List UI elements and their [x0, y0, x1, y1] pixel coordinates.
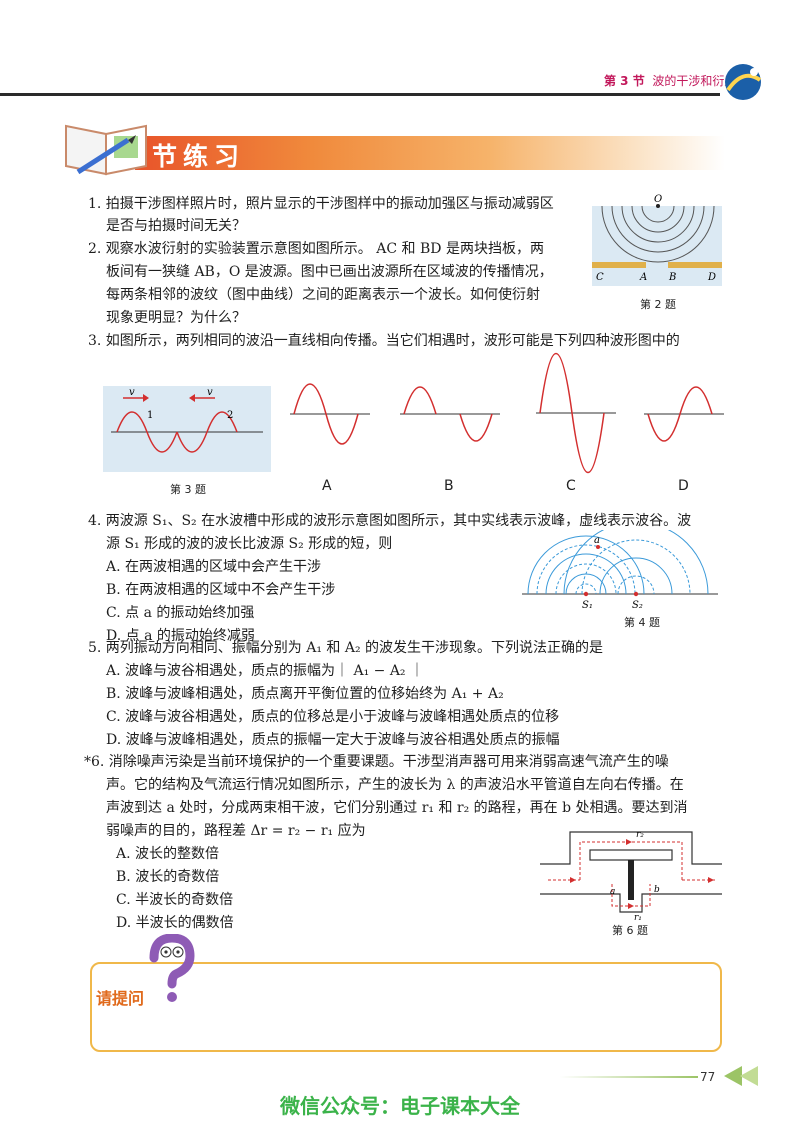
- question-6-line-3: 声波到达 a 处时，分成两束相干波，它们分别通过 r₁ 和 r₂ 的路程，再在 …: [106, 800, 688, 816]
- figure-2-diffraction: O C A B D: [592, 194, 722, 286]
- fig4-s1-label: S₁: [582, 600, 593, 611]
- fig6-point-a: a: [610, 887, 615, 897]
- footer-watermark: 微信公众号：电子课本大全: [280, 1094, 520, 1118]
- fig3-v2-label: v: [207, 387, 213, 398]
- fig6-r2-label: r₂: [636, 830, 644, 840]
- question-6-line-2: 声。它的结构及气流运行情况如图所示，产生的波长为 λ 的声波沿水平管道自左向右传…: [106, 777, 684, 793]
- figure-4-two-sources: a S₁ S₂: [522, 530, 718, 611]
- fig3-wave2-label: 2: [227, 410, 233, 421]
- fig2-label-o: O: [654, 194, 662, 205]
- question-2-line-3: 每两条相邻的波纹（图中曲线）之间的距离表示一个波长。如何使衍射: [106, 287, 540, 303]
- choice-b-label: B: [444, 478, 454, 494]
- question-1-line-1: 1. 拍摄干涉图样照片时，照片显示的干涉图样中的振动加强区与振动减弱区: [88, 196, 554, 212]
- fig4-s2-label: S₂: [632, 600, 643, 611]
- ask-question-box[interactable]: [90, 962, 722, 1052]
- question-6-option-d: D. 半波长的偶数倍: [116, 915, 234, 931]
- footer-rule: [560, 1076, 698, 1078]
- question-6-line-1: *6. 消除噪声污染是当前环境保护的一个重要课题。干涉型消声器可用来消弱高速气流…: [84, 754, 669, 770]
- page-number: 77: [700, 1070, 716, 1084]
- header-section-number: 第 3 节: [604, 74, 645, 88]
- question-4-option-d: D. 点 a 的振动始终减弱: [106, 628, 255, 644]
- question-5-option-b: B. 波峰与波峰相遇处，质点离开平衡位置的位移始终为 A₁ + A₂: [106, 686, 504, 702]
- figure-4-caption: 第 4 题: [624, 616, 660, 629]
- fig3-v1-label: v: [129, 387, 135, 398]
- question-5-option-a: A. 波峰与波谷相遇处，质点的振幅为｜ A₁ − A₂ ｜: [106, 663, 424, 679]
- question-4-option-c: C. 点 a 的振动始终加强: [106, 605, 255, 621]
- figure-6-silencer: r₂ r₁ a b: [540, 830, 722, 922]
- header-section-title: 波的干涉和衍射: [652, 74, 737, 88]
- question-2-line-4: 现象更明显？为什么？: [106, 310, 246, 326]
- question-2-line-1: 2. 观察水波衍射的实验装置示意图如图所示。 AC 和 BD 是两块挡板，两: [88, 241, 544, 257]
- question-4-option-a: A. 在两波相遇的区域中会产生干涉: [106, 559, 322, 575]
- fig4-point-a: a: [594, 535, 600, 546]
- ask-question-title: 请提问: [96, 989, 145, 1008]
- choice-a-label: A: [322, 478, 332, 494]
- question-4-line-1: 4. 两波源 S₁、S₂ 在水波槽中形成的波形示意图如图所示，其中实线表示波峰，…: [88, 513, 692, 529]
- question-5-line-1: 5. 两列振动方向相同、振幅分别为 A₁ 和 A₂ 的波发生干涉现象。下列说法正…: [88, 640, 604, 656]
- choice-c-waveform: [536, 352, 616, 474]
- question-6-option-b: B. 波长的奇数倍: [116, 869, 220, 885]
- fig2-label-c: C: [596, 272, 604, 283]
- question-5-option-d: D. 波峰与波峰相遇处，质点的振幅一定大于波峰与波谷相遇处质点的振幅: [106, 732, 560, 748]
- question-6-option-a: A. 波长的整数倍: [116, 846, 220, 862]
- section-banner: [135, 136, 725, 170]
- question-1-line-2: 是否与拍摄时间无关？: [106, 218, 246, 234]
- question-5-option-c: C. 波峰与波谷相遇处，质点的位移总是小于波峰与波峰相遇处质点的位移: [106, 709, 560, 725]
- choice-a-waveform: [290, 383, 370, 445]
- question-4-option-b: B. 在两波相遇的区域中不会产生干涉: [106, 582, 336, 598]
- header-section: 第 3 节 波的干涉和衍射: [604, 72, 736, 89]
- banner-title: 节练习: [152, 142, 246, 171]
- header-rule: [0, 93, 720, 96]
- fig2-label-b: B: [668, 272, 676, 283]
- fig3-wave1-label: 1: [147, 410, 153, 421]
- figure-6-caption: 第 6 题: [612, 924, 648, 937]
- telescope-logo-icon: [725, 64, 762, 100]
- fig2-label-a: A: [639, 272, 647, 283]
- figure-2-caption: 第 2 题: [640, 298, 676, 311]
- choice-d-waveform: [644, 386, 724, 442]
- choice-c-label: C: [566, 478, 576, 494]
- question-mark-mascot-icon: [149, 934, 195, 1002]
- fig6-r1-label: r₁: [634, 913, 642, 922]
- question-6-line-4: 弱噪声的目的，路程差 Δr = r₂ − r₁ 应为: [106, 823, 366, 839]
- question-4-line-2: 源 S₁ 形成的波的波长比波源 S₂ 形成的短，则: [106, 536, 393, 552]
- notebook-pencil-icon: [65, 124, 147, 176]
- question-6-option-c: C. 半波长的奇数倍: [116, 892, 234, 908]
- fig2-label-d: D: [707, 272, 716, 283]
- question-3-line-1: 3. 如图所示，两列相同的波沿一直线相向传播。当它们相遇时，波形可能是下列四种波…: [88, 333, 680, 349]
- page-arrows-icon: [724, 1066, 758, 1086]
- figure-3-caption: 第 3 题: [170, 483, 206, 496]
- question-2-line-2: 板间有一狭缝 AB，O 是波源。图中已画出波源所在区域波的传播情况，: [106, 264, 553, 280]
- choice-d-label: D: [678, 478, 689, 494]
- choice-b-waveform: [400, 386, 500, 442]
- fig6-point-b: b: [654, 885, 660, 895]
- figure-3-traveling-waves: v v 1 2: [103, 386, 271, 472]
